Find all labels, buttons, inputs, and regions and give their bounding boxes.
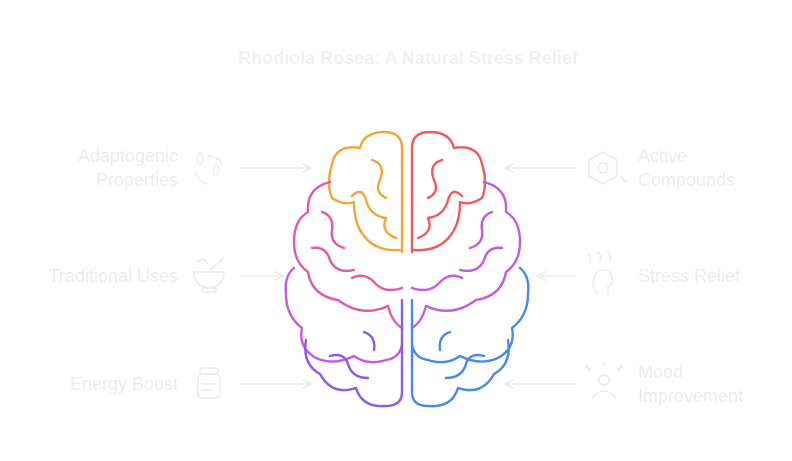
label-traditional-uses: Traditional Uses — [20, 264, 178, 288]
brain-right-mid — [410, 266, 530, 364]
brain-right-lower — [410, 298, 510, 408]
label-mood-improvement: Mood Improvement — [638, 360, 788, 408]
page-title: Rhodiola Rosea: A Natural Stress Relief — [238, 48, 578, 68]
brain-left-mid — [284, 266, 404, 364]
calm-head-icon — [587, 251, 614, 295]
label-stress-relief: Stress Relief — [638, 264, 788, 288]
happy-person-icon — [585, 361, 623, 399]
supplement-bottle-icon — [197, 367, 221, 399]
label-energy-boost: Energy Boost — [20, 372, 178, 396]
label-line: Energy Boost — [69, 374, 178, 394]
label-line: Active — [638, 146, 688, 166]
brain-left-lower — [304, 298, 404, 408]
brain-right-frontal — [410, 130, 487, 254]
molecule-icon — [588, 151, 627, 185]
label-line: Stress Relief — [638, 266, 741, 286]
brain-left-frontal — [327, 130, 404, 254]
mortar-pestle-icon — [193, 257, 225, 293]
label-adaptogenic-properties: Adaptogenic Properties — [20, 144, 178, 192]
label-line: Improvement — [638, 386, 744, 406]
label-line: Mood — [638, 362, 684, 382]
label-line: Properties — [95, 170, 178, 190]
label-active-compounds: Active Compounds — [638, 144, 788, 192]
brain-right-upper — [410, 180, 522, 330]
drops-cycle-icon — [195, 151, 223, 185]
label-line: Traditional Uses — [48, 266, 178, 286]
brain-left-upper — [292, 180, 404, 330]
brain — [284, 130, 530, 408]
label-line: Compounds — [638, 170, 736, 190]
label-line: Adaptogenic — [77, 146, 178, 166]
